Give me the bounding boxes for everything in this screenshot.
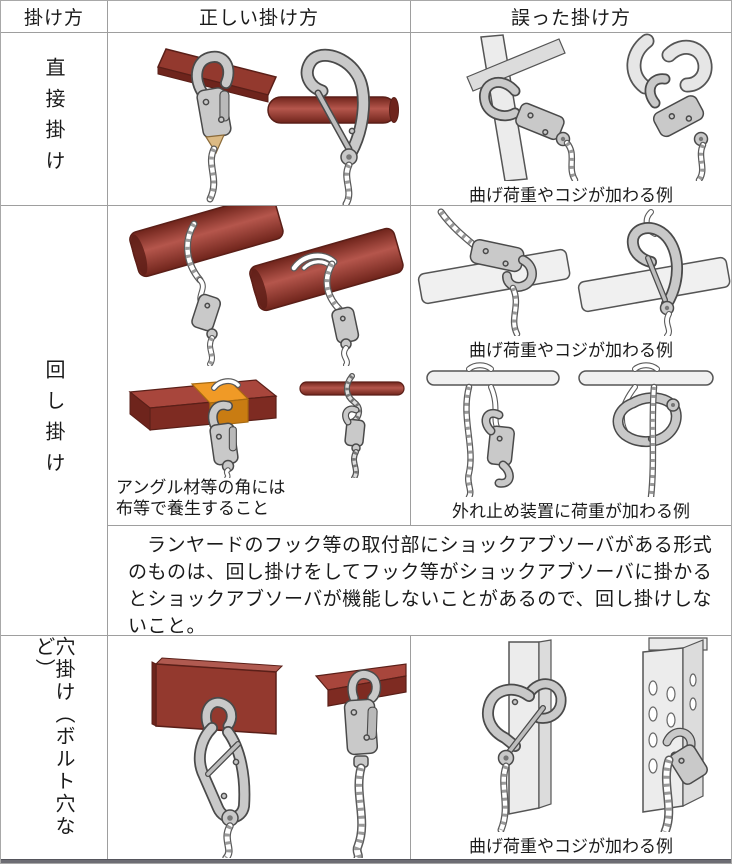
header-method: 掛け方 xyxy=(1,1,108,33)
illustration-direct-correct xyxy=(156,48,399,205)
illustration-hole-wrong xyxy=(482,637,708,832)
row-hole-label-cell: 穴掛け（ボルト穴など） xyxy=(1,636,108,859)
header-method-label: 掛け方 xyxy=(23,7,84,29)
illustration-wrap-wrong-gate-load xyxy=(426,362,714,497)
row-hole-correct-cell xyxy=(108,636,411,859)
row-wrap-correct-cell: アングル材等の角には 布等で養生すること xyxy=(108,206,411,526)
row-wrap-label-cell: 回し掛け xyxy=(1,206,108,636)
row-direct-label-cell: 直接掛け xyxy=(1,33,108,206)
illustration-hole-correct xyxy=(151,657,407,858)
illustration-wrap-wrong-bending xyxy=(417,208,731,336)
direct-wrong-caption: 曲げ荷重やコジが加わる例 xyxy=(469,186,673,206)
wrap-wrong-caption-top: 曲げ荷重やコジが加わる例 xyxy=(469,341,673,361)
hole-wrong-caption: 曲げ荷重やコジが加わる例 xyxy=(469,837,673,857)
illustration-direct-wrong xyxy=(466,33,713,181)
header-correct: 正しい掛け方 xyxy=(108,1,411,33)
header-correct-label: 正しい掛け方 xyxy=(198,7,319,29)
illustration-wrap-correct-angle xyxy=(128,373,405,478)
row-wrap-wrong-cell: 曲げ荷重やコジが加わる例 xyxy=(411,206,731,526)
shock-absorber-note: ランヤードのフック等の取付部にショックアブソーバがある形式のものは、回し掛けをし… xyxy=(108,526,731,636)
wrap-correct-caption-line1: アングル材等の角には xyxy=(116,478,286,498)
row-direct-wrong-cell: 曲げ荷重やコジが加わる例 xyxy=(411,33,731,206)
header-wrong-label: 誤った掛け方 xyxy=(510,7,631,29)
row-hole-label: 穴掛け（ボルト穴など） xyxy=(32,636,76,838)
row-wrap-label: 回し掛け xyxy=(42,358,66,483)
row-direct-label: 直接掛け xyxy=(42,57,66,181)
wrap-correct-caption-line2: 布等で養生すること xyxy=(116,499,269,519)
next-section-edge xyxy=(1,859,731,863)
row-direct-correct-cell xyxy=(108,33,411,206)
illustration-wrap-correct-pipes xyxy=(129,206,404,366)
header-wrong: 誤った掛け方 xyxy=(411,1,731,33)
row-hole-wrong-cell: 曲げ荷重やコジが加わる例 xyxy=(411,636,731,859)
wrap-wrong-caption-bottom: 外れ止め装置に荷重が加わる例 xyxy=(452,502,690,522)
wrap-correct-caption: アングル材等の角には 布等で養生すること xyxy=(108,478,410,520)
